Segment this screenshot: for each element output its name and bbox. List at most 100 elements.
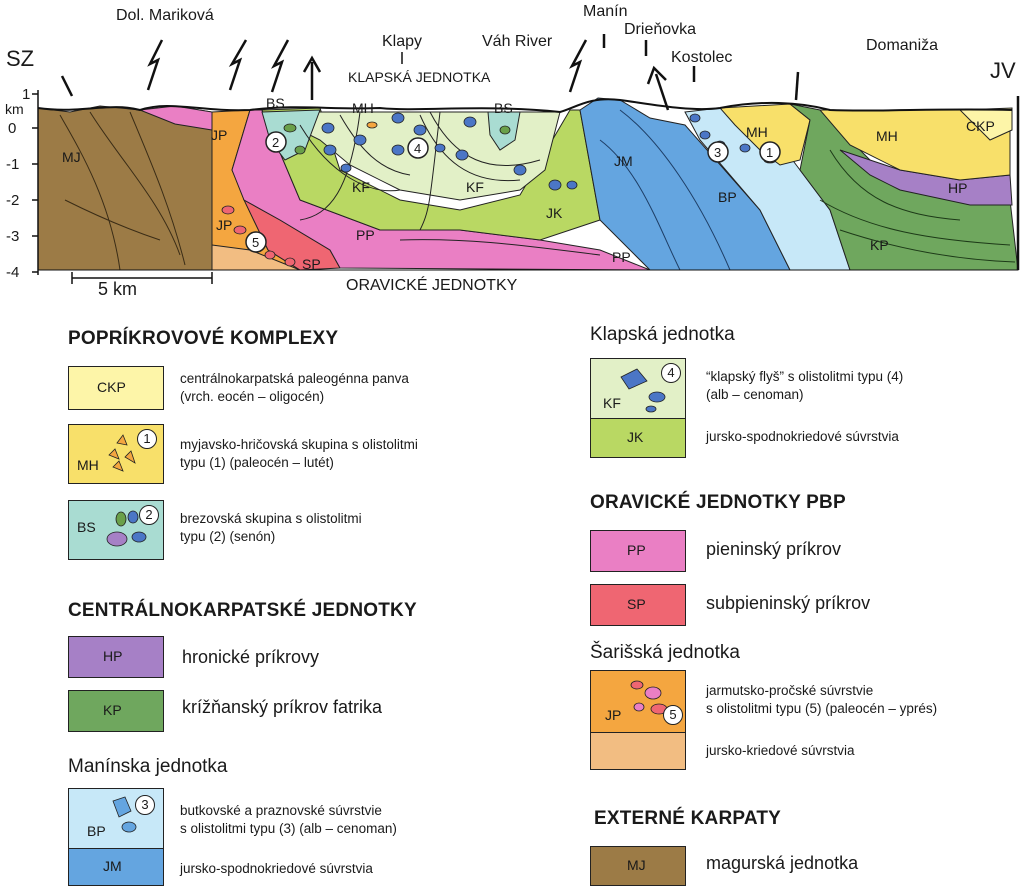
legend-num-mh: 1 xyxy=(137,429,157,449)
legend-code-kp: KP xyxy=(103,702,122,718)
marker-3: 3 xyxy=(714,145,721,160)
legend-code-pp: PP xyxy=(627,542,646,558)
unit-label-jm: JM xyxy=(614,153,633,169)
legend-swatch-bp: BP 3 xyxy=(68,788,164,848)
legend-desc-mh-1: myjavsko-hričovská skupina s olistolitmi xyxy=(180,437,418,452)
legend-heading-oravicke: ORAVICKÉ JEDNOTKY PBP xyxy=(590,492,846,513)
unit-label-jp-1: JP xyxy=(211,127,227,143)
kp-internal-lines xyxy=(819,149,1016,263)
legend-bs-clasts xyxy=(106,510,147,547)
unit-label-pp-2: PP xyxy=(612,249,631,265)
legend-heading-klapska: Klapská jednotka xyxy=(590,324,735,345)
legend-mh-clasts xyxy=(108,434,136,472)
legend-desc-pp: pieninský príkrov xyxy=(706,539,842,559)
depth-axis xyxy=(32,90,1020,275)
legend-desc-mh-2: typu (1) (paleocén – lutét) xyxy=(180,455,334,470)
marker-4: 4 xyxy=(414,141,421,156)
direction-se: JV xyxy=(990,58,1016,83)
thrust-arrow-6 xyxy=(646,65,670,111)
legend-desc-bs-1: brezovská skupina s olistolitmi xyxy=(180,511,362,526)
thrust-arrows xyxy=(60,34,800,111)
legend-swatch-hp: HP xyxy=(68,636,164,678)
legend-code-bp: BP xyxy=(87,823,106,839)
legend-swatch-jm: JM xyxy=(68,848,164,886)
legend-num-jp: 5 xyxy=(663,705,683,725)
scale-bar xyxy=(71,272,213,284)
legend-swatch-sp: SP xyxy=(590,584,686,626)
legend-desc-jm: jursko-spodnokriedové súvrstvia xyxy=(180,861,373,876)
marker-5: 5 xyxy=(252,235,259,250)
depth-unit: km xyxy=(5,101,24,117)
unit-label-mh-3: MH xyxy=(876,128,898,144)
unit-label-jk: JK xyxy=(546,205,563,221)
legend-desc-bp-2: s olistolitmi typu (3) (alb – cenoman) xyxy=(180,821,397,836)
legend-code-mj: MJ xyxy=(627,857,646,873)
kf-fold-lines xyxy=(299,111,541,231)
section-markers: 1 2 3 4 5 xyxy=(245,131,781,253)
jm-internal-lines xyxy=(599,109,731,271)
place-manin: Manín xyxy=(583,3,627,20)
legend-kf-clasts xyxy=(620,368,666,413)
legend-heading-maninska: Manínska jednotka xyxy=(68,756,228,777)
legend-code-ckp: CKP xyxy=(97,379,126,395)
place-domaniza: Domaniža xyxy=(866,37,938,54)
depth-tick-m3: -3 xyxy=(6,228,19,245)
unit-label-bs-1: BS xyxy=(266,95,285,111)
legend-num-bp: 3 xyxy=(135,795,155,815)
unit-label-sp: SP xyxy=(302,256,321,272)
marker-1: 1 xyxy=(766,145,773,160)
place-dol-marikova: Dol. Mariková xyxy=(116,7,214,24)
legend-swatch-kp: KP xyxy=(68,690,164,732)
unit-mj-area xyxy=(37,105,213,271)
unit-label-bp: BP xyxy=(718,189,737,205)
unit-label-mh-1: MH xyxy=(352,100,374,116)
legend-code-mh: MH xyxy=(77,457,99,473)
legend-desc-mj: magurská jednotka xyxy=(706,853,859,873)
legend-code-jk: JK xyxy=(627,429,644,445)
place-vah-river: Váh River xyxy=(482,33,553,50)
unit-label-kf-2: KF xyxy=(466,179,484,195)
klapska-unit-label: KLAPSKÁ JEDNOTKA xyxy=(348,69,491,85)
unit-label-jp-2: JP xyxy=(216,217,232,233)
fault-mark-2 xyxy=(794,71,800,101)
scale-bar-label: 5 km xyxy=(98,279,137,299)
legend-desc-kf-2: (alb – cenoman) xyxy=(706,387,804,402)
place-klapy: Klapy xyxy=(382,33,422,50)
legend-heading-externe: EXTERNÉ KARPATY xyxy=(594,808,782,829)
legend-desc-ckp-2: (vrch. eocén – oligocén) xyxy=(180,389,325,404)
bottom-unit-label: ORAVICKÉ JEDNOTKY xyxy=(346,275,518,294)
legend-swatch-jk: JK xyxy=(590,418,686,458)
thrust-arrow-1 xyxy=(146,39,164,91)
thrust-arrow-3 xyxy=(270,39,290,93)
legend-code-jm: JM xyxy=(103,858,122,874)
legend-desc-jp-1: jarmutsko-pročské súvrstvie xyxy=(706,683,874,698)
legend-heading-sarisska: Šarišská jednotka xyxy=(590,642,740,663)
legend-num-bs: 2 xyxy=(139,505,159,525)
place-drienovka: Drieňovka xyxy=(624,21,696,38)
legend-swatch-jk2 xyxy=(590,732,686,770)
legend-swatch-kf: KF 4 xyxy=(590,358,686,418)
depth-tick-1: 1 xyxy=(22,86,30,103)
legend-swatch-mh: MH 1 xyxy=(68,424,164,484)
legend-swatch-pp: PP xyxy=(590,530,686,572)
unit-jk-belt xyxy=(261,107,601,241)
legend-code-sp: SP xyxy=(627,596,646,612)
depth-tick-m1: -1 xyxy=(6,156,19,173)
legend-code-kf: KF xyxy=(603,395,621,411)
thrust-arrow-4 xyxy=(568,39,588,93)
legend-desc-ckp-1: centrálnokarpatská paleogénna panva xyxy=(180,371,409,386)
legend-swatch-bs: BS 2 xyxy=(68,500,164,560)
fault-mark-1 xyxy=(60,75,74,97)
place-kostolec: Kostolec xyxy=(671,49,732,66)
thrust-arrow-5 xyxy=(302,55,322,100)
geological-cross-section: SZ JV 1 km 0 -1 -2 -3 -4 5 km ORAVICKÉ J… xyxy=(5,3,1020,299)
legend-code-jp: JP xyxy=(605,707,622,723)
legend-desc-jk2: jursko-kriedové súvrstvia xyxy=(706,743,855,758)
legend-desc-jk: jursko-spodnokriedové súvrstvia xyxy=(706,429,899,444)
depth-tick-0: 0 xyxy=(8,120,16,137)
ground-surface xyxy=(37,98,1013,114)
unit-label-mj: MJ xyxy=(62,149,81,165)
legend-desc-jp-2: s olistolitmi typu (5) (paleocén – yprés… xyxy=(706,701,938,716)
unit-label-bs-2: BS xyxy=(494,100,513,116)
unit-ckp xyxy=(958,107,1013,141)
